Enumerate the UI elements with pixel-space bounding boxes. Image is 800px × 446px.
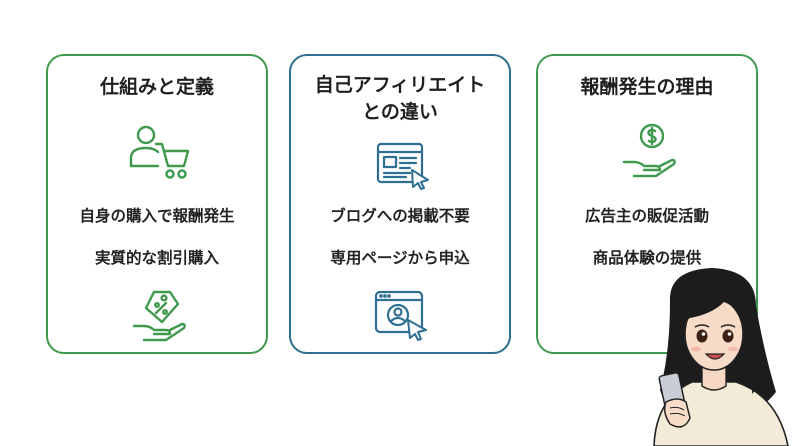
card-mechanism: 仕組みと定義 自身の購入で報酬発生 実質的な割引購入: [46, 54, 268, 354]
web-page-click-icon: [376, 142, 429, 190]
shopper-cart-icon: [129, 125, 190, 179]
point-1: 自身の購入で報酬発生: [79, 207, 235, 225]
point-1: 広告主の販促活動: [584, 207, 709, 225]
discount-tag-hand-icon: [132, 290, 186, 342]
card-title: 自己アフィリエイト との違い: [314, 74, 486, 123]
point-2: 実質的な割引購入: [94, 249, 219, 267]
card-self-affiliate-difference: 自己アフィリエイト との違い ブログへの掲載不要 専用ページから申込: [289, 54, 511, 354]
point-2: 商品体験の提供: [592, 249, 702, 267]
card-title: 仕組みと定義: [99, 76, 214, 98]
card-title: 報酬発生の理由: [580, 76, 714, 98]
money-hand-icon: [622, 123, 676, 178]
browser-user-click-icon: [374, 290, 427, 341]
point-1: ブログへの掲載不要: [330, 207, 470, 225]
point-2: 専用ページから申込: [330, 249, 470, 267]
woman-smartphone-illustration: [653, 268, 789, 446]
card-reward-reason: 報酬発生の理由 広告主の販促活動 商品体験の提供: [536, 54, 758, 354]
